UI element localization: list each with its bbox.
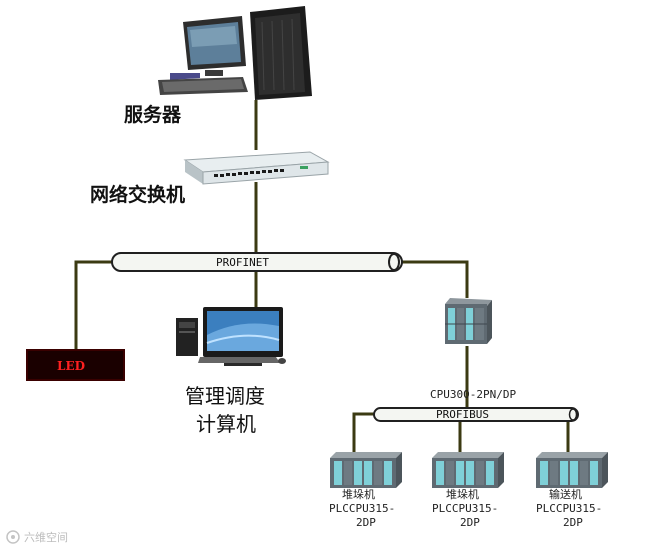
profinet-bus: [111, 252, 403, 272]
dispatch-pc-label-line1: 管理调度: [185, 384, 265, 408]
dispatch-pc-label-line2: 计算机: [196, 412, 256, 436]
plc-3-model-line2: 2DP: [563, 516, 583, 529]
profibus-label: PROFIBUS: [436, 408, 489, 421]
main-plc-label: CPU300-2PN/DP: [430, 388, 516, 401]
server-icon: [158, 6, 312, 100]
plc-1-icon: [330, 452, 402, 488]
dispatch-pc-icon: [176, 307, 286, 366]
watermark-logo-icon: [6, 530, 20, 544]
plc-3-name: 输送机: [549, 487, 582, 501]
profibus-bus: [373, 407, 579, 422]
plc-1-model-line2: 2DP: [356, 516, 376, 529]
plc-2-model-line1: PLCCPU315-: [432, 502, 498, 515]
cables: [74, 100, 576, 456]
led-label: LED: [57, 359, 85, 373]
profinet-label: PROFINET: [216, 256, 269, 269]
cable-profibus-plc-1: [352, 412, 374, 456]
server-label: 服务器: [124, 103, 182, 126]
main-plc-icon: [445, 298, 492, 344]
switch-label: 网络交换机: [90, 183, 185, 206]
cable-profinet-main-plc: [400, 260, 469, 298]
plc-2-name: 堆垛机: [446, 487, 479, 501]
watermark-text: 六维空间: [24, 530, 68, 544]
led-display-icon: [26, 349, 125, 381]
plc-2-icon: [432, 452, 504, 488]
plc-3-icon: [536, 452, 608, 488]
plc-3-model-line1: PLCCPU315-: [536, 502, 602, 515]
plc-2-model-line2: 2DP: [460, 516, 480, 529]
network-switch-icon: [183, 151, 330, 185]
plc-1-model-line1: PLCCPU315-: [329, 502, 395, 515]
cable-profinet-led: [74, 260, 112, 352]
plc-1-name: 堆垛机: [342, 487, 375, 501]
